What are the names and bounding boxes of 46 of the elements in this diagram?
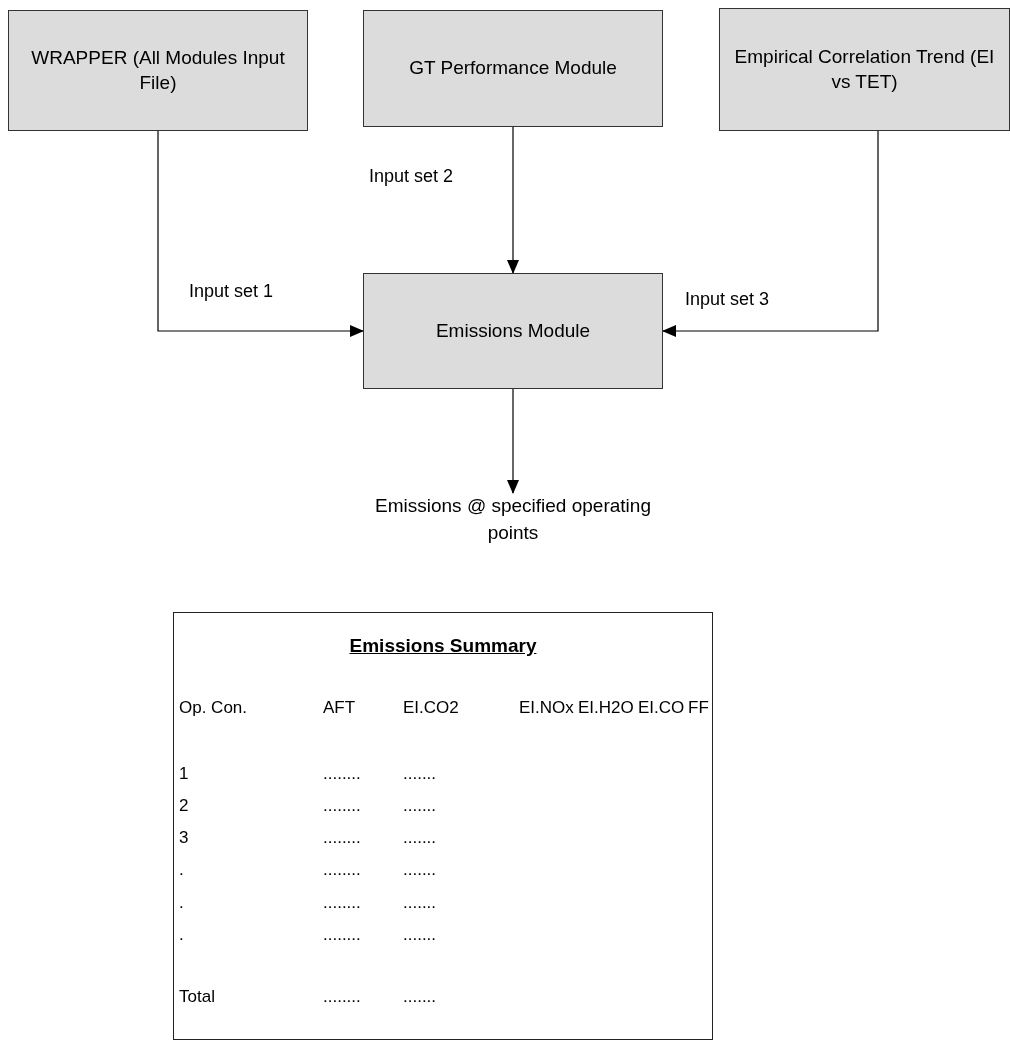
placeholder-value: ........	[323, 861, 361, 880]
placeholder-value: .......	[403, 926, 437, 945]
summary-table-panel	[173, 612, 713, 1040]
edge-label: Input set 3	[683, 289, 772, 310]
row-label: 2	[179, 797, 189, 816]
column-header: FF	[688, 699, 709, 718]
placeholder-value: ........	[323, 988, 361, 1007]
arrow	[507, 388, 519, 494]
box-label: GT Performance Module	[409, 56, 617, 81]
edge-label: Input set 1	[187, 281, 276, 302]
placeholder-value: ........	[323, 829, 361, 848]
column-header: EI.H2O	[578, 699, 634, 718]
placeholder-value: .......	[403, 894, 437, 913]
placeholder-value: ........	[323, 797, 361, 816]
column-header: EI.CO2	[403, 699, 459, 718]
column-header: EI.NOx	[519, 699, 574, 718]
process-box	[719, 8, 1010, 131]
row-label: .	[179, 926, 184, 945]
placeholder-value: ........	[323, 765, 361, 784]
placeholder-value: .......	[403, 797, 437, 816]
row-label: .	[179, 894, 184, 913]
output-label: Emissions @ specified operating points	[363, 493, 663, 547]
placeholder-value: .......	[403, 988, 437, 1007]
edge-label: Input set 2	[367, 166, 456, 187]
placeholder-value: .......	[403, 765, 437, 784]
row-label: 3	[179, 829, 189, 848]
column-header: AFT	[323, 699, 356, 718]
box-label: Empirical Correlation Trend (EI vs TET)	[733, 44, 996, 94]
row-label: .	[179, 861, 184, 880]
placeholder-value: .......	[403, 829, 437, 848]
column-header: EI.CO	[638, 699, 685, 718]
placeholder-value: .......	[403, 861, 437, 880]
column-header: Op. Con.	[179, 699, 248, 718]
row-label: 1	[179, 765, 189, 784]
placeholder-value: ........	[323, 926, 361, 945]
arrow	[157, 130, 364, 337]
process-box	[363, 273, 663, 389]
arrow	[507, 126, 519, 274]
table-title: Emissions Summary	[349, 635, 537, 656]
row-label: Total	[179, 988, 215, 1007]
arrow	[662, 130, 879, 337]
process-box	[8, 10, 308, 131]
box-label: WRAPPER (All Modules Input File)	[30, 45, 286, 95]
process-box	[363, 10, 663, 127]
placeholder-value: ........	[323, 894, 361, 913]
box-label: Emissions Module	[435, 318, 591, 343]
